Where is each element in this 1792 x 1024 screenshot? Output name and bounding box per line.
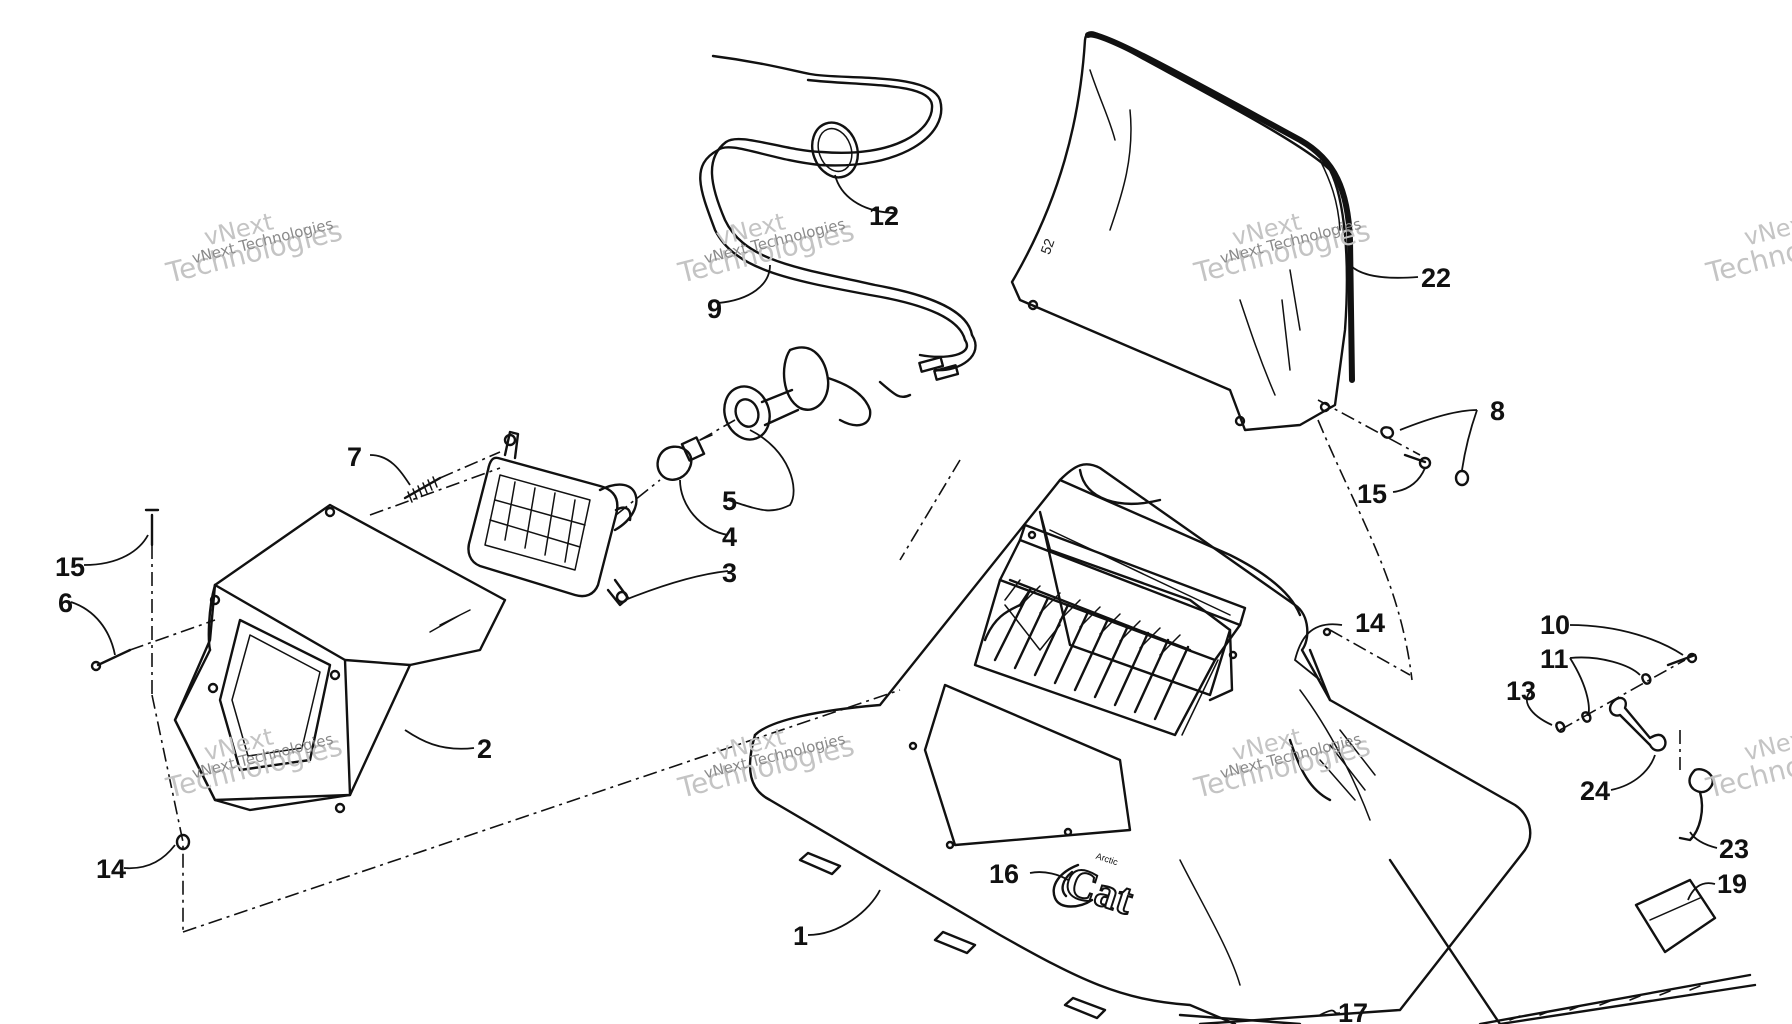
part-labels: 12 9 22 8 15 7 5 4 3 15 6 2 14 14 10 11 … [55,201,1749,1024]
side-decal [1634,878,1717,954]
headlight-assembly [467,430,638,607]
hood [748,463,1532,1024]
part-label-10: 10 [1540,610,1570,640]
windshield-hardware [1380,426,1470,487]
part-label-13: 13 [1506,676,1536,706]
part-label-1: 1 [793,921,808,951]
part-label-19: 19 [1717,869,1747,899]
part-label-17: 17 [1338,998,1368,1024]
housing-nut [175,833,191,851]
part-label-2: 2 [477,734,492,764]
wire-clip-ring [811,121,859,179]
hood-decal-cat: Cat Arctic [1052,851,1141,925]
part-label-9: 9 [707,294,722,324]
part-label-23: 23 [1719,834,1749,864]
part-label-15a: 15 [55,552,85,582]
wiring-harness [699,54,977,399]
part-label-7: 7 [347,442,362,472]
headlight-bulb [656,434,713,481]
part-label-4: 4 [722,522,737,552]
leader-lines [70,174,1718,1016]
housing-screw-side [90,648,132,672]
housing-screw-top [144,508,160,547]
hood-trim-strip [1478,973,1757,1024]
part-label-14b: 14 [1355,608,1385,638]
part-label-15b: 15 [1357,479,1387,509]
headlight-housing [173,503,507,814]
part-label-22: 22 [1421,263,1451,293]
windshield-mark: 52 [1037,236,1057,256]
part-label-12: 12 [869,201,899,231]
part-label-5: 5 [722,486,737,516]
assembly-lines [129,399,1686,933]
part-label-16: 16 [989,859,1019,889]
part-label-11: 11 [1540,644,1569,674]
adjuster-spring [403,476,442,503]
hood-vent-grille [973,523,1247,737]
part-label-8: 8 [1490,396,1505,426]
part-label-24: 24 [1580,776,1610,806]
hood-latch-hardware [1555,652,1714,842]
part-label-6: 6 [58,588,73,618]
windshield [1010,31,1355,432]
decal-logo-text: Cat [1059,856,1140,924]
part-label-3: 3 [722,558,737,588]
bulb-socket [723,346,872,441]
part-label-14a: 14 [96,854,126,884]
